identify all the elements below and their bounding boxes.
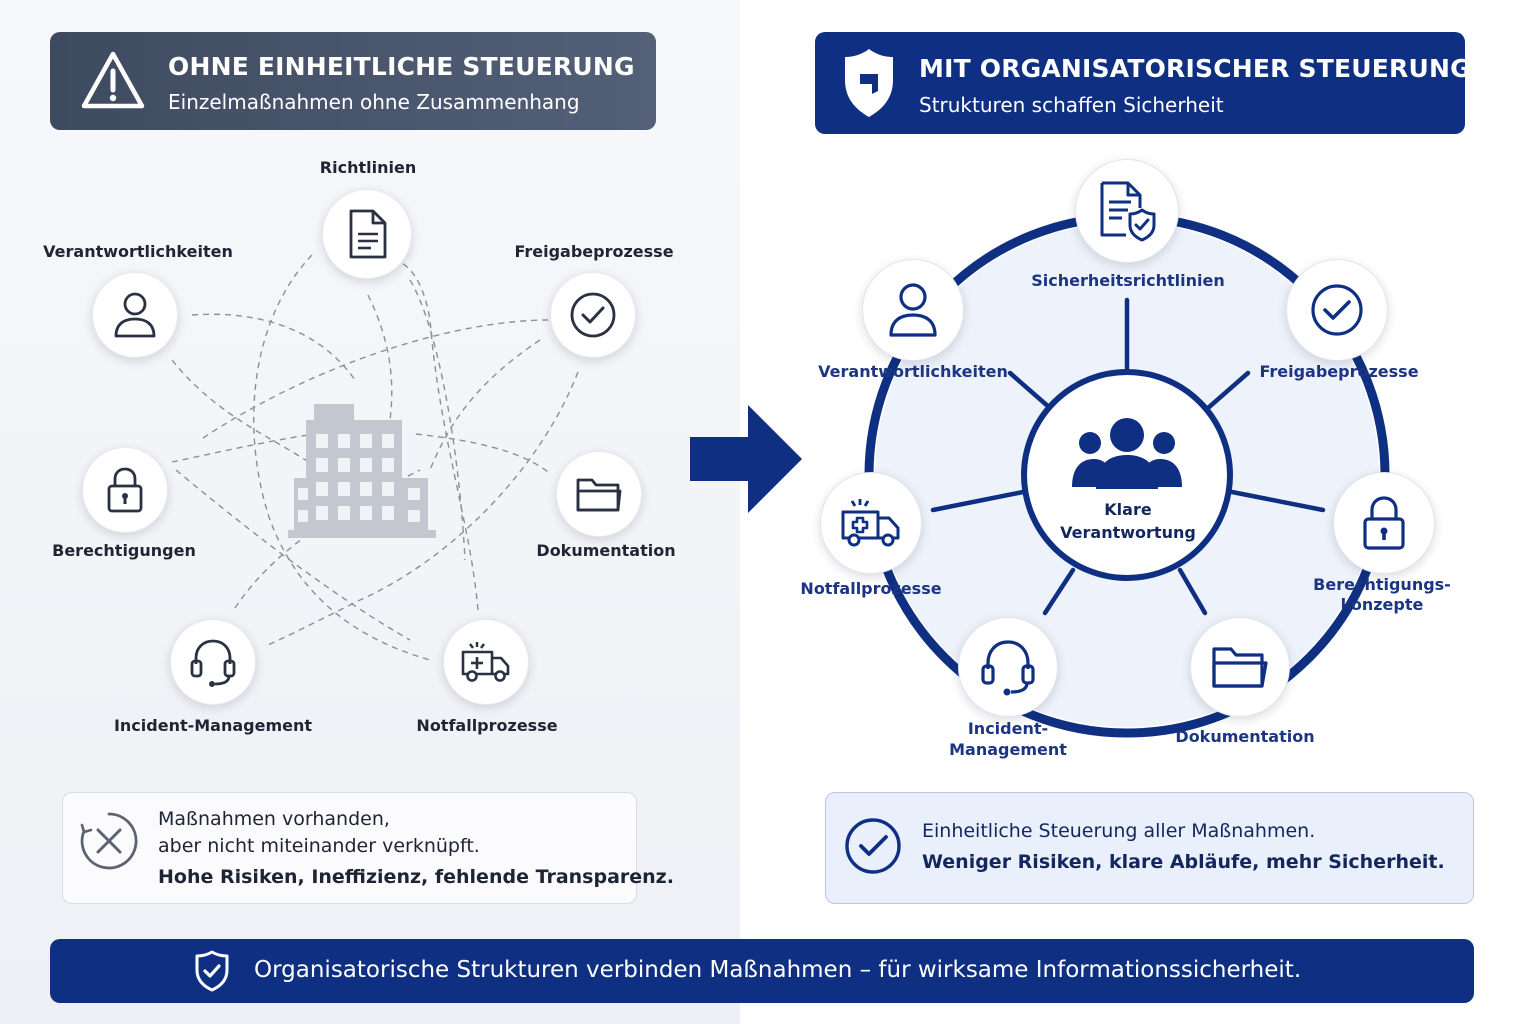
right-header-title: MIT ORGANISATORISCHER STEUERUNG xyxy=(919,54,1471,83)
label-incident-management-left: Incident-Management xyxy=(113,716,313,735)
people-group-icon xyxy=(1072,418,1182,489)
arrow-right-icon xyxy=(690,405,802,513)
left-summary-line-2: aber nicht miteinander verknüpft. xyxy=(158,835,480,857)
right-header: MIT ORGANISATORISCHER STEUERUNG Struktur… xyxy=(815,32,1471,134)
building-icon xyxy=(288,404,436,538)
center-label-line-1: Klare xyxy=(1104,500,1152,519)
left-summary-box: Maßnahmen vorhanden, aber nicht miteinan… xyxy=(62,792,674,904)
node-dokumentation-left xyxy=(556,451,642,537)
node-verantwortlichkeiten-left xyxy=(92,272,178,358)
node-sicherheitsrichtlinien xyxy=(1075,159,1179,263)
left-header: OHNE EINHEITLICHE STEUERUNG Einzelmaßnah… xyxy=(50,32,656,130)
label-verantwortlichkeiten-right: Verantwortlichkeiten xyxy=(818,362,1008,381)
node-incident-management-right xyxy=(958,617,1058,717)
shield-icon xyxy=(845,49,893,117)
center-label-line-2: Verantwortung xyxy=(1060,523,1196,542)
headset-icon xyxy=(190,639,236,687)
banner-text: Organisatorische Strukturen verbinden Ma… xyxy=(254,957,1302,983)
lock-icon xyxy=(1363,496,1405,550)
left-summary-line-1: Maßnahmen vorhanden, xyxy=(158,808,390,830)
label-incident-management-2: Management xyxy=(949,740,1067,759)
label-berechtigungen: Berechtigungen xyxy=(52,541,196,560)
label-freigabeprozesse-left: Freigabeprozesse xyxy=(514,242,674,261)
person-icon xyxy=(889,283,937,337)
left-summary-line-3: Hohe Risiken, Ineffizienz, fehlende Tran… xyxy=(158,866,674,888)
left-header-title: OHNE EINHEITLICHE STEUERUNG xyxy=(168,52,635,81)
check-circle-icon xyxy=(1311,284,1363,336)
node-dokumentation-right xyxy=(1190,617,1290,717)
node-berechtigungskonzepte xyxy=(1333,472,1435,574)
headset-icon xyxy=(981,640,1035,696)
warning-triangle-icon xyxy=(81,51,145,109)
label-sicherheitsrichtlinien: Sicherheitsrichtlinien xyxy=(1031,271,1225,290)
shield-check-icon xyxy=(195,950,229,992)
lock-icon xyxy=(107,467,143,513)
check-circle-icon xyxy=(570,292,616,338)
left-header-subtitle: Einzelmaßnahmen ohne Zusammenhang xyxy=(168,90,580,114)
node-notfallprozesse-right xyxy=(820,472,922,574)
right-header-subtitle: Strukturen schaffen Sicherheit xyxy=(919,93,1224,117)
label-notfallprozesse-right: Notfallprozesse xyxy=(800,579,942,598)
node-berechtigungen xyxy=(82,447,168,533)
ambulance-icon xyxy=(461,642,510,682)
document-shield-icon xyxy=(1100,181,1156,242)
folder-icon xyxy=(576,478,622,512)
label-notfallprozesse-left: Notfallprozesse xyxy=(416,716,558,735)
node-richtlinien xyxy=(322,189,412,279)
label-freigabeprozesse-right: Freigabeprozesse xyxy=(1259,362,1419,381)
bottom-banner: Organisatorische Strukturen verbinden Ma… xyxy=(50,939,1474,1003)
x-circle-icon xyxy=(80,812,138,870)
person-icon xyxy=(114,292,156,338)
label-dokumentation-left: Dokumentation xyxy=(536,541,676,560)
right-summary-box: Einheitliche Steuerung aller Maßnahmen. … xyxy=(825,792,1474,904)
folder-icon xyxy=(1212,647,1268,688)
node-verantwortlichkeiten-right xyxy=(862,259,964,361)
label-berechtigungskonzepte-2: konzepte xyxy=(1340,595,1424,614)
check-circle-icon xyxy=(845,818,901,874)
document-icon xyxy=(349,209,387,259)
tangled-connections xyxy=(171,254,579,661)
label-dokumentation-right: Dokumentation xyxy=(1175,727,1315,746)
label-verantwortlichkeiten-left: Verantwortlichkeiten xyxy=(43,242,233,261)
right-summary-line-1: Einheitliche Steuerung aller Maßnahmen. xyxy=(922,820,1316,842)
node-incident-management-left xyxy=(170,619,256,705)
right-summary-line-2: Weniger Risiken, klare Abläufe, mehr Sic… xyxy=(922,851,1445,873)
node-freigabeprozesse-left xyxy=(550,272,636,358)
label-incident-management-1: Incident- xyxy=(967,719,1049,738)
label-berechtigungskonzepte-1: Berechtigungs- xyxy=(1313,575,1451,594)
node-freigabeprozesse-right xyxy=(1286,259,1388,361)
label-richtlinien: Richtlinien xyxy=(319,158,417,177)
node-notfallprozesse-left xyxy=(443,619,529,705)
ambulance-icon xyxy=(841,499,900,547)
